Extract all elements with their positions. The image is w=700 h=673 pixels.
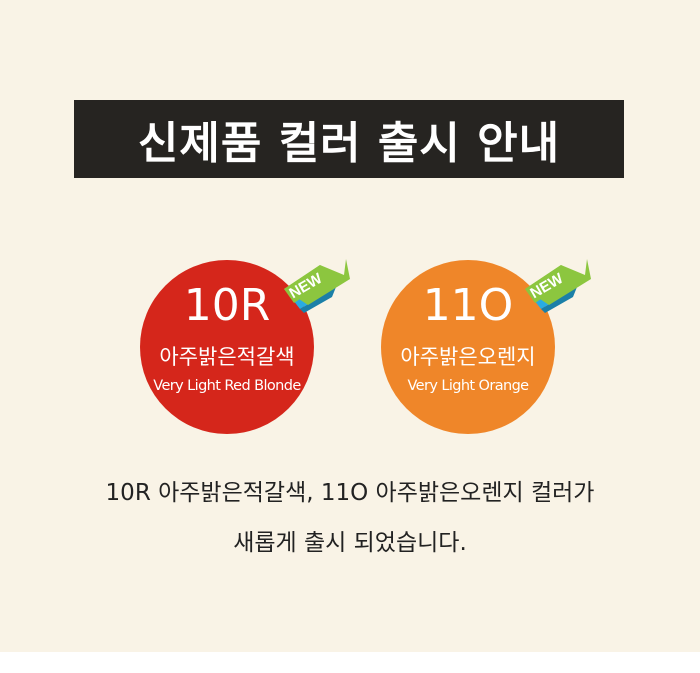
description-line-1: 10R 아주밝은적갈색, 11O 아주밝은오렌지 컬러가 — [105, 480, 595, 506]
product-code: 10R — [183, 280, 271, 331]
product-badge-content: 10R 아주밝은적갈색 Very Light Red Blonde — [140, 260, 314, 434]
new-ribbon-icon: NEW — [280, 253, 352, 313]
page-title: 신제품 컬러 출시 안내 — [137, 118, 561, 169]
title-banner: 신제품 컬러 출시 안내 — [74, 100, 624, 178]
product-name-en: Very Light Red Blonde — [153, 378, 301, 394]
product-name-ko: 아주밝은적갈색 — [159, 345, 295, 369]
new-ribbon-icon: NEW — [521, 253, 593, 313]
product-name-en: Very Light Orange — [407, 378, 529, 394]
description-line-2: 새롭게 출시 되었습니다. — [233, 530, 467, 556]
announcement-canvas: 신제품 컬러 출시 안내 10R 아주밝은적갈색 Very Light Red … — [0, 0, 700, 652]
product-name-ko: 아주밝은오렌지 — [400, 345, 536, 369]
product-badge-content: 11O 아주밝은오렌지 Very Light Orange — [381, 260, 555, 434]
product-code: 11O — [422, 280, 514, 331]
